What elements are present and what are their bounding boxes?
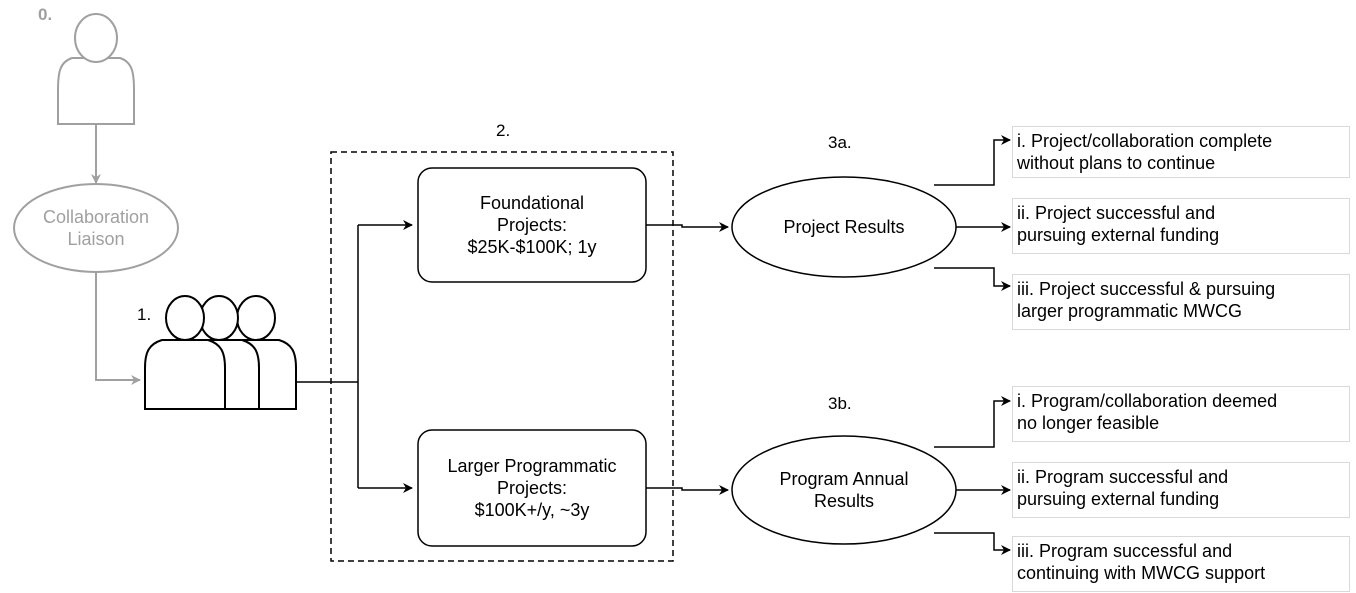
single-person-icon <box>57 13 135 125</box>
connector-programmatic-to-results <box>646 485 729 495</box>
step-label-2: 2. <box>496 121 511 140</box>
group-people-icon <box>144 295 297 410</box>
step-label-3b: 3b. <box>828 394 852 413</box>
step-label-1: 1. <box>137 305 152 324</box>
program-results-label: Program Annual Results <box>779 469 909 511</box>
connectors-outcomes-b <box>934 396 1011 555</box>
outcome-a-1: i. Project/collaboration complete withou… <box>1012 126 1350 178</box>
connector-liaison-to-group <box>95 272 141 385</box>
connector-group-split <box>296 220 413 493</box>
step-label-0: 0. <box>38 5 53 24</box>
step-label-3a: 3a. <box>828 133 852 152</box>
connector-foundational-to-results <box>646 222 729 232</box>
liaison-label: Collaboration Liaison <box>42 207 150 249</box>
connectors-outcomes-a <box>934 135 1011 291</box>
outcome-a-3: iii. Project successful & pursuing large… <box>1012 274 1350 330</box>
programmatic-projects-label: Larger Programmatic Projects: $100K+/y, … <box>447 456 617 520</box>
project-results-label: Project Results <box>783 217 905 237</box>
outcome-b-2: ii. Program successful and pursuing exte… <box>1012 462 1350 518</box>
outcome-a-2: ii. Project successful and pursuing exte… <box>1012 198 1350 254</box>
outcome-b-3: iii. Program successful and continuing w… <box>1012 536 1350 592</box>
outcome-b-1: i. Program/collaboration deemed no longe… <box>1012 386 1350 442</box>
projects-dashed-container <box>330 151 674 562</box>
foundational-projects-label: Foundational Projects: $25K-$100K; 1y <box>467 193 597 257</box>
